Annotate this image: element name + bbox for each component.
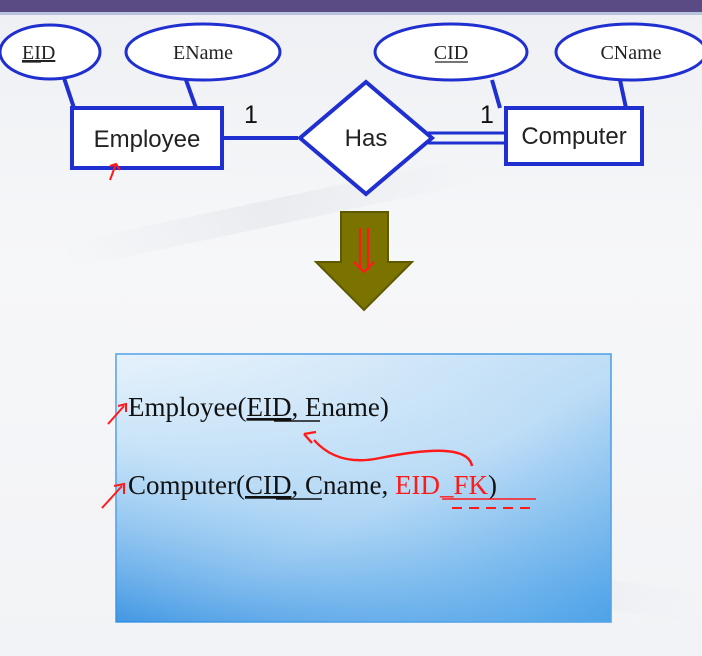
fk-reference-arrow — [313, 439, 474, 467]
cid-link — [490, 79, 502, 109]
relationship-has-label: Has — [345, 125, 388, 152]
fk-reference-arrow-head — [303, 430, 317, 444]
attribute-links — [62, 77, 628, 109]
entity-employee: Employee — [70, 106, 224, 170]
relation-computer-foreign-key: EID_FK — [395, 470, 488, 500]
annotation-mark-employee — [109, 162, 121, 181]
attribute-cname-label: CName — [600, 42, 661, 64]
attribute-eid: EID — [0, 23, 102, 81]
relation-employee: Employee(EID, Ename) — [128, 392, 389, 422]
cardinality-employee: 1 — [244, 101, 258, 129]
annotation-mark-computer-relation — [101, 482, 125, 509]
attribute-ename-label: EName — [173, 42, 233, 64]
attribute-ename: EName — [124, 22, 282, 82]
ename-link — [184, 79, 198, 109]
attribute-cid: CID — [373, 22, 529, 82]
entity-employee-label: Employee — [94, 126, 201, 153]
slide-top-accent-line — [0, 12, 702, 15]
entity-computer-label: Computer — [521, 123, 626, 150]
attribute-cname: CName — [554, 22, 702, 82]
attribute-eid-label: EID — [22, 42, 55, 64]
relation-computer: Computer(CID, Cname, EID_FK) — [128, 470, 497, 500]
attribute-cid-label: CID — [434, 42, 468, 64]
cardinality-computer: 1 — [480, 101, 494, 129]
relation-computer-name: Computer — [128, 470, 236, 500]
slide-top-bar — [0, 0, 702, 12]
relation-computer-key: CID — [245, 470, 292, 500]
transform-arrow-icon — [313, 211, 415, 312]
relationship-has: Has — [296, 79, 436, 197]
relation-employee-name: Employee — [128, 392, 237, 422]
entity-computer: Computer — [504, 106, 644, 166]
schema-panel — [115, 353, 612, 623]
eid-link — [62, 77, 76, 109]
relation-employee-key: EID — [246, 392, 291, 422]
cname-link — [618, 79, 628, 109]
has-computer-double-link — [428, 131, 506, 145]
annotation-mark-employee-relation — [107, 402, 127, 425]
